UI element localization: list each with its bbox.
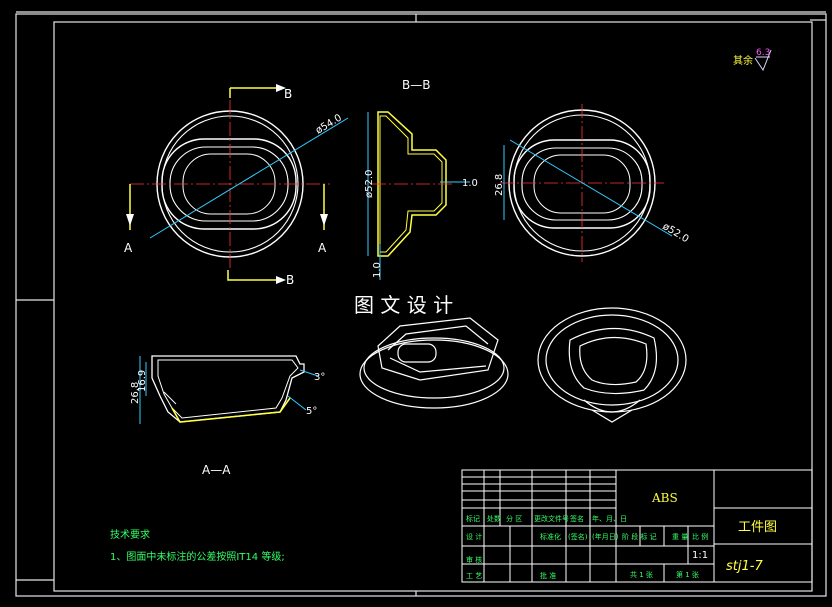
tb-row-label-0: 标记 — [466, 514, 480, 523]
tb-stage-col-0: 阶 段 标 记 — [622, 532, 657, 541]
tech-notes-item-1: 1、图面中未标注的公差按照IT14 等级; — [110, 550, 285, 563]
arrow-a-right-icon — [320, 214, 328, 226]
tb-process: 工 艺 — [466, 572, 482, 580]
arrow-a-left-icon — [126, 214, 134, 226]
title-block-grid — [461, 469, 813, 583]
tb-drawing-name: 工件图 — [738, 520, 777, 535]
tb-approve: 批 准 — [540, 571, 556, 580]
tb-row-label-2: 分 区 — [506, 514, 522, 523]
tb-scale: 1:1 — [692, 550, 708, 561]
dim-dia-52-side: ø52.0 — [364, 170, 375, 198]
roughness-mark: 其余 6.3 — [733, 48, 772, 72]
tb-review: 审 核 — [466, 555, 482, 564]
dim-thick-bottom: 1.0 — [372, 262, 383, 278]
dim-thick-top: 1.0 — [462, 178, 478, 189]
cut-letter-a-right: A — [318, 241, 327, 255]
tb-row-label-1: 处数 — [487, 514, 501, 523]
dim-angle-5: 5° — [306, 406, 317, 417]
roughness-prefix: 其余 — [733, 54, 753, 67]
arrow-b-bottom-icon — [276, 276, 286, 284]
dim-height-16-9: 16.9 — [137, 370, 148, 392]
dim-height-26-8-right: 26.8 — [494, 174, 505, 196]
cut-letter-b-top: B — [284, 87, 292, 101]
tb-row-label-5: 年、月、日 — [592, 514, 627, 523]
isometric-view-left — [359, 317, 509, 409]
cut-letter-b-bottom: B — [286, 273, 294, 287]
tb-sheet-no: 第 1 张 — [676, 570, 699, 579]
roughness-value: 6.3 — [756, 48, 770, 58]
dim-height-26-8-left: 26.8 — [130, 382, 141, 404]
cut-letter-a-left: A — [124, 241, 133, 255]
tb-material: ABS — [651, 491, 678, 505]
tb-sign: (签名) — [568, 532, 588, 541]
tb-date: (年月日) — [592, 532, 619, 541]
tb-sheets: 共 1 张 — [630, 570, 653, 579]
tb-drawing-code: stj1-7 — [726, 559, 763, 574]
tb-stage-col-1: 重 量 — [672, 533, 688, 541]
dim-angle-3: 3° — [314, 372, 325, 383]
dim-dia-54: ø54.0 — [314, 113, 344, 137]
tech-notes-heading: 技术要求 — [110, 528, 150, 541]
arrow-b-top-icon — [276, 84, 286, 92]
tb-design: 设 计 — [466, 532, 482, 541]
tb-row-label-4: 签名 — [570, 514, 584, 523]
tb-stage-col-2: 比 例 — [692, 532, 708, 541]
title-block-text: 标记 处数 分 区 更改文件号 签名 年、月、日 设 计 标准化 (签名) (年… — [466, 514, 708, 580]
section-aa-title: A—A — [202, 463, 231, 477]
tb-row-label-3: 更改文件号 — [534, 514, 569, 523]
top-view-left — [130, 100, 349, 270]
section-aa-view — [139, 355, 319, 424]
section-bb-view — [367, 111, 470, 280]
watermark-text: 图 文 设 计 — [354, 293, 453, 317]
section-lines-left — [129, 87, 325, 281]
dim-dia-52-right: ø52.0 — [660, 221, 690, 245]
isometric-view-right — [537, 307, 687, 423]
tb-standardization: 标准化 — [540, 532, 561, 541]
drawing-frame — [15, 11, 827, 597]
section-bb-title: B—B — [402, 78, 430, 92]
top-view-right — [500, 104, 673, 262]
